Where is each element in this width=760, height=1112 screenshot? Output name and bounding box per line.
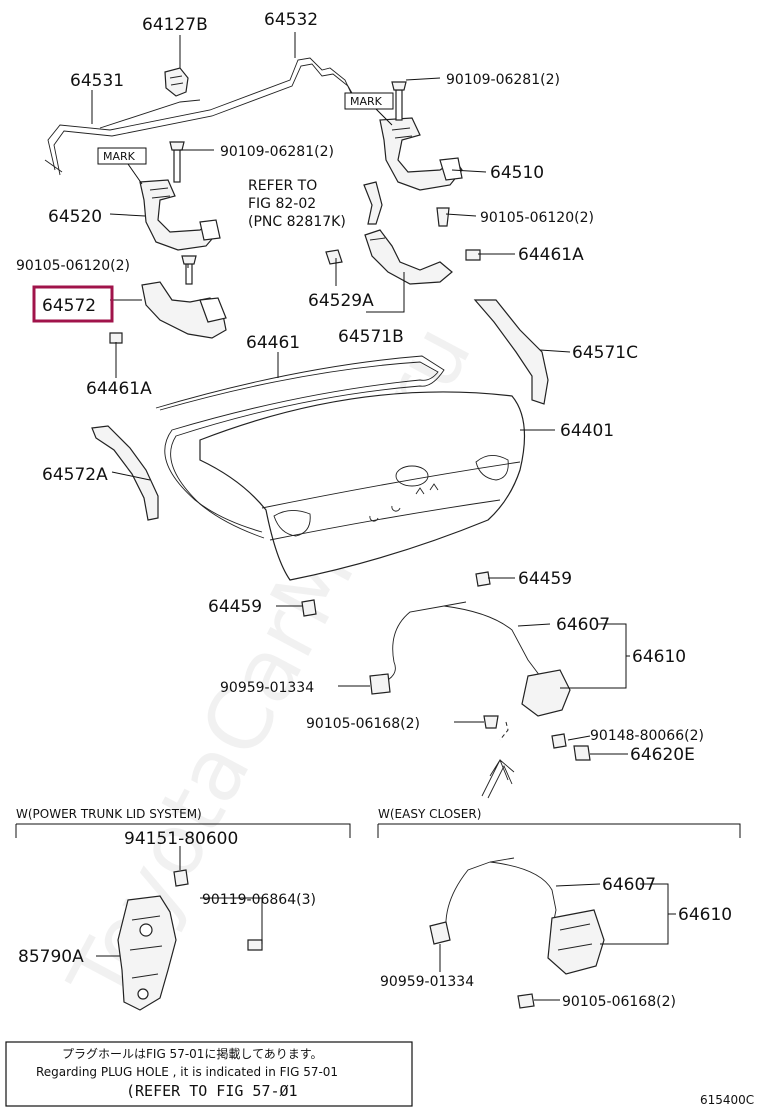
label-64532: 64532 [264,10,318,30]
label-90119-06864: 90119-06864(3) [202,892,316,908]
label-64620E: 64620E [630,745,695,765]
hinge-link-center [325,181,453,285]
section-power-trunk: W(POWER TRUNK LID SYSTEM) 94151-80600 90… [15,807,351,1011]
label-90105-right: 90105-06120(2) [480,210,594,226]
label-64461A-left: 64461A [86,379,152,399]
note-english: Regarding PLUG HOLE , it is indicated in… [36,1065,338,1079]
label-64572A: 64572A [42,465,108,485]
cushion-right [475,571,491,587]
nut-64461A-right [465,249,481,261]
label-90109-left: 90109-06281(2) [220,144,334,160]
mark-left-label: MARK [103,150,136,163]
label-90959: 90959-01334 [220,680,314,696]
highlight-box-64572 [32,285,114,323]
label-64610: 64610 [632,647,686,667]
refer-line-1: REFER TO [248,178,317,194]
trunk-link-left [109,255,227,344]
label-94151-80600: 94151-80600 [124,829,238,849]
label-64461A-right: 64461A [518,245,584,265]
label-easy-90959: 90959-01334 [380,974,474,990]
label-64531: 64531 [70,71,124,91]
label-easy-64610: 64610 [678,905,732,925]
label-64607: 64607 [556,615,610,635]
hinge-right [379,81,463,191]
label-64401: 64401 [560,421,614,441]
label-easy-90105: 90105-06168(2) [562,994,676,1010]
mark-tag-left: MARK [97,147,147,185]
label-64459-left: 64459 [208,597,262,617]
label-64459-right: 64459 [518,569,572,589]
cushion-left [301,599,317,617]
torsion-rod-group [44,57,357,176]
weatherstrip-64572A [91,425,159,521]
label-64529A: 64529A [308,291,374,311]
label-easy-64607: 64607 [602,875,656,895]
label-64572: 64572 [42,296,96,316]
section-easy-closer: W(EASY CLOSER) 64607 64610 90959-01334 9… [377,807,741,1010]
label-64520: 64520 [48,207,102,227]
label-64127B: 64127B [142,15,208,35]
plug-hole-note: プラグホールはFIG 57-01に掲載してあります。 Regarding PLU… [5,1041,413,1107]
note-japanese: プラグホールはFIG 57-01に掲載してあります。 [62,1046,323,1061]
lock-cable-assembly [369,601,591,799]
mark-right-label: MARK [350,95,383,108]
figure-number: 615400C [700,1093,754,1107]
label-90148: 90148-80066(2) [590,728,704,744]
section-easy-closer-title: W(EASY CLOSER) [378,807,481,821]
trunk-lid [155,355,526,581]
label-64571C: 64571C [572,343,638,363]
label-64510: 64510 [490,163,544,183]
note-refer: (REFER TO FIG 57-Ø1 [126,1082,298,1100]
hinge-left [139,141,221,251]
label-90109-right: 90109-06281(2) [446,72,560,88]
bolt-right [436,207,450,227]
refer-line-3: (PNC 82817K) [248,214,346,230]
leader-lines [91,32,630,755]
mark-tag-right: MARK [344,92,394,126]
refer-line-2: FIG 82-02 [248,196,316,212]
label-90105-06168: 90105-06168(2) [306,716,420,732]
label-90105-left: 90105-06120(2) [16,258,130,274]
weatherstrip-64571C [473,299,549,405]
label-64571B: 64571B [338,327,404,347]
section-power-trunk-title: W(POWER TRUNK LID SYSTEM) [16,807,202,821]
label-64461: 64461 [246,333,300,353]
label-85790A: 85790A [18,947,84,967]
